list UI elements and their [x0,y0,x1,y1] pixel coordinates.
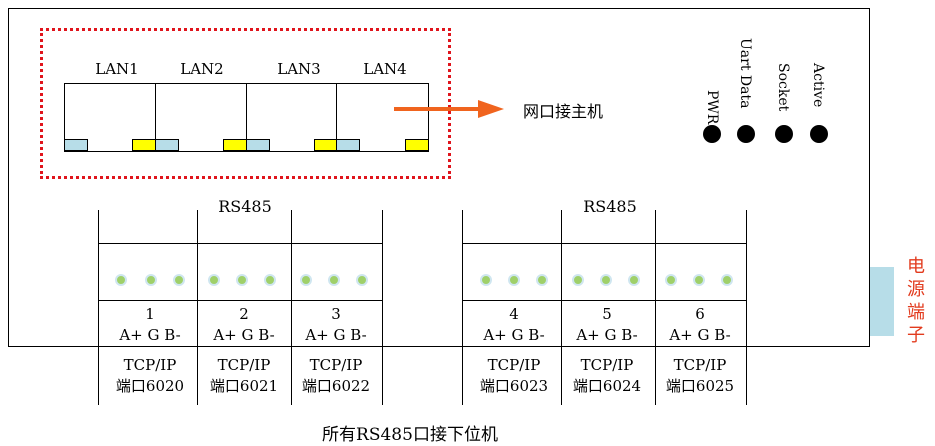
power-label-char: 子 [907,325,925,346]
terminal-screw-icon [173,274,185,286]
terminal-screw-icon [665,274,677,286]
divider [98,210,99,405]
divider [561,210,562,405]
terminal-screw-icon [300,274,312,286]
lan1-label: LAN1 [95,60,139,78]
terminal-screw-icon [600,274,612,286]
port-tcp-number: 端口6025 [665,377,735,395]
power-label-char: 源 [907,279,925,300]
divider [382,210,383,405]
port-number: 6 [695,305,705,323]
terminal-screw-icon [236,274,248,286]
port-number: 2 [239,305,249,323]
lan3-activity-led [314,139,338,151]
port-pins: A+ G B- [305,326,367,344]
active-led [810,125,828,143]
device-outline [8,8,870,347]
terminal-screw-icon [536,274,548,286]
pwr-led-label: PWR [704,90,720,125]
port-protocol: TCP/IP [580,356,634,374]
port-tcp-number: 端口6020 [115,377,185,395]
divider [462,243,747,244]
power-terminal [870,267,894,336]
power-label-char: 端 [907,302,925,323]
port-number: 1 [145,305,155,323]
port-number: 3 [331,305,341,323]
terminal-screw-icon [264,274,276,286]
lan3-label: LAN3 [277,60,321,78]
divider [98,243,383,244]
rs485-group2-title: RS485 [583,197,637,216]
port-tcp-number: 端口6021 [209,377,279,395]
socket-led [775,125,793,143]
divider [291,210,292,405]
divider [197,210,198,405]
terminal-screw-icon [145,274,157,286]
arrow-head-icon [478,100,504,118]
port-pins: A+ G B- [576,326,638,344]
power-terminal-label: 电 源 端 子 [905,255,927,347]
lan2-link-led [155,139,179,151]
port-protocol: TCP/IP [123,356,177,374]
lan-highlight-box [40,28,451,179]
lan2-activity-led [223,139,247,151]
divider [462,210,463,405]
lan1-link-led [64,139,88,151]
terminal-screw-icon [508,274,520,286]
lan4-port [336,83,429,152]
port-protocol: TCP/IP [673,356,727,374]
pwr-led [703,125,721,143]
uart-led [737,125,755,143]
terminal-screw-icon [208,274,220,286]
divider [655,210,656,405]
port-number: 5 [602,305,612,323]
terminal-screw-icon [480,274,492,286]
power-label-char: 电 [907,256,925,277]
port-protocol: TCP/IP [309,356,363,374]
terminal-screw-icon [328,274,340,286]
port-tcp-number: 端口6023 [479,377,549,395]
socket-led-label: Socket [775,63,791,112]
port-pins: A+ G B- [213,326,275,344]
rs485-caption: 所有RS485口接下位机 [322,425,498,445]
lan2-label: LAN2 [180,60,224,78]
terminal-screw-icon [693,274,705,286]
terminal-screw-icon [721,274,733,286]
terminal-screw-icon [572,274,584,286]
lan4-activity-led [405,139,429,151]
port-pins: A+ G B- [669,326,731,344]
port-tcp-number: 端口6022 [301,377,371,395]
port-protocol: TCP/IP [217,356,271,374]
port-pins: A+ G B- [119,326,181,344]
lan3-link-led [246,139,270,151]
active-led-label: Active [810,63,826,108]
divider [746,210,747,405]
rs485-group1-title: RS485 [218,197,272,216]
terminal-screw-icon [356,274,368,286]
port-tcp-number: 端口6024 [572,377,642,395]
terminal-screw-icon [628,274,640,286]
lan4-label: LAN4 [363,60,407,78]
lan4-link-led [336,139,360,151]
lan-to-host-label: 网口接主机 [523,102,604,121]
port-number: 4 [509,305,519,323]
lan1-activity-led [132,139,156,151]
divider [462,300,747,301]
port-pins: A+ G B- [483,326,545,344]
port-protocol: TCP/IP [487,356,541,374]
uart-led-label: Uart Data [737,38,753,109]
terminal-screw-icon [115,274,127,286]
divider [98,300,383,301]
arrow-right-icon [394,107,480,111]
